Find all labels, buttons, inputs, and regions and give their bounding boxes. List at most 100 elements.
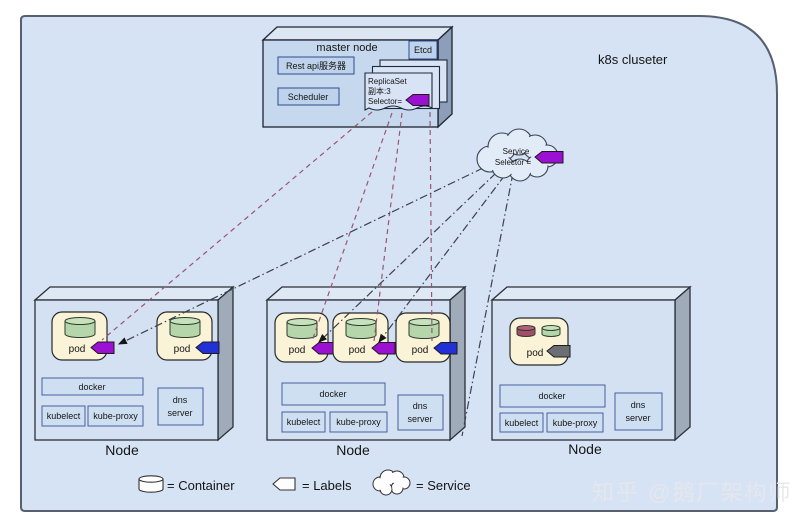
legend-service-symbol: [372, 469, 411, 496]
service-link-node2-pod2: [378, 174, 506, 343]
node1-docker-label: docker: [78, 382, 105, 392]
node1-top-face: [33, 286, 235, 301]
container-cylinder-top: [169, 317, 201, 325]
node3-kubelect-box: [499, 412, 544, 433]
container-cylinder-top: [541, 325, 561, 331]
node3-docker-box: [499, 384, 606, 408]
replicaset-link-node2-pod1: [311, 112, 393, 342]
etcd-box: [408, 40, 438, 60]
scheduler-label: Scheduler: [288, 92, 329, 102]
service-cloud-line2: Selector =: [495, 158, 532, 167]
node1-kubeproxy-label: kube-proxy: [93, 411, 138, 421]
node2-dns-line1: dns: [413, 401, 428, 411]
service-selector-tag: [534, 151, 564, 164]
master-node-box: master node Etcd Rest api服务器 Scheduler: [261, 25, 454, 129]
node3-kubelect-label: kubelect: [505, 418, 539, 428]
node2-dns-line2: server: [407, 414, 432, 424]
node1-title: Node: [105, 442, 139, 458]
watermark: 知乎 @鹅厂架构师: [592, 480, 792, 505]
legend-labels-label: = Labels: [302, 478, 352, 493]
service-link-node2-pod3: [461, 172, 514, 437]
container-cylinder-top: [516, 325, 536, 331]
node3-top-face: [490, 286, 692, 301]
scheduler-box: [277, 87, 340, 106]
replicaset-line1: ReplicaSet: [368, 77, 407, 86]
pod-label: pod: [69, 344, 86, 355]
node3-right-face: [674, 285, 691, 442]
node1-kubelect-box: [41, 405, 86, 427]
node1-dns-line2: server: [167, 408, 192, 418]
pod-label: pod: [412, 345, 429, 356]
service-link-node1-pod1: [117, 167, 484, 345]
container-cylinder-top: [408, 318, 440, 326]
replicaset-link-node2-pod3: [429, 111, 433, 342]
node2-kubelect-box: [281, 411, 326, 433]
container-cylinder: [345, 322, 377, 339]
node3-dns-line1: dns: [631, 400, 646, 410]
service-links: [117, 167, 514, 437]
node3-kubeproxy-label: kube-proxy: [553, 418, 598, 428]
node3-dns-box: [614, 392, 663, 431]
legend-container-label: = Container: [167, 478, 235, 493]
pod-label-tag: [433, 342, 458, 355]
node2-kubelect-label: kubelect: [287, 417, 321, 427]
master-top-face: [261, 26, 454, 41]
replicaset-links: [101, 111, 433, 342]
container-cylinder: [169, 321, 201, 338]
legend-service-label: = Service: [416, 478, 471, 493]
container-cylinder: [286, 322, 318, 339]
legend: = Container = Labels = Service: [138, 469, 471, 496]
container-cylinder: [408, 322, 440, 339]
node2-pod3: pod: [395, 312, 458, 363]
pod-label-tag: [546, 345, 571, 358]
replicaset-note: ReplicaSet 副本:3 Selector=: [364, 59, 448, 111]
master-node-title: master node: [316, 42, 377, 54]
service-cloud-line1: Service: [503, 147, 530, 156]
container-cylinder-top: [64, 317, 96, 325]
etcd-label: Etcd: [414, 45, 432, 55]
pod-label: pod: [349, 345, 366, 356]
replicaset-link-node1-pod1: [101, 111, 373, 341]
node1-dns-line1: dns: [173, 395, 188, 405]
node1-pod2: pod: [156, 311, 220, 361]
pod-label: pod: [174, 344, 191, 355]
replicaset-selector-tag: [405, 94, 430, 106]
node2-docker-label: docker: [319, 389, 346, 399]
pod-label: pod: [289, 345, 306, 356]
legend-labels-symbol: [272, 477, 296, 491]
pod-label: pod: [527, 348, 544, 359]
node2-title: Node: [336, 442, 370, 458]
node3-docker-label: docker: [538, 391, 565, 401]
node3-pod1: pod: [509, 317, 571, 366]
node1-pod1: pod: [51, 311, 115, 361]
pod-label-tag: [195, 341, 220, 354]
node2-top-face: [265, 286, 467, 301]
cluster-label: k8s cluseter: [598, 52, 668, 67]
container-cylinder-top: [286, 318, 318, 326]
node2-docker-box: [281, 382, 386, 406]
node3-kubeproxy-box: [546, 412, 604, 433]
node1-kubeproxy-box: [87, 405, 144, 427]
rest-api-label: Rest api服务器: [286, 60, 346, 71]
node2-kubeproxy-label: kube-proxy: [336, 417, 381, 427]
node2-dns-box: [397, 394, 444, 431]
node3-title: Node: [568, 441, 602, 457]
pod-label-tag: [90, 341, 115, 354]
pod-label-tag: [371, 342, 396, 355]
service-cloud: Service Selector =: [476, 128, 564, 182]
container-cylinder-top: [345, 318, 377, 326]
legend-container-symbol: [138, 475, 164, 493]
node1-kubelect-label: kubelect: [47, 411, 81, 421]
node1-docker-box: [41, 377, 144, 396]
replicaset-link-node2-pod2: [373, 112, 403, 342]
replicaset-line3: Selector=: [368, 97, 402, 106]
rest-api-box: [277, 56, 355, 75]
node-3: docker kubelect kube-proxy dns server No…: [490, 285, 692, 457]
node3-dns-line2: server: [625, 413, 650, 423]
node2-kubeproxy-box: [329, 411, 388, 433]
node2-pod1: pod: [274, 312, 336, 363]
container-cylinder: [64, 321, 96, 338]
node1-dns-box: [157, 387, 204, 426]
